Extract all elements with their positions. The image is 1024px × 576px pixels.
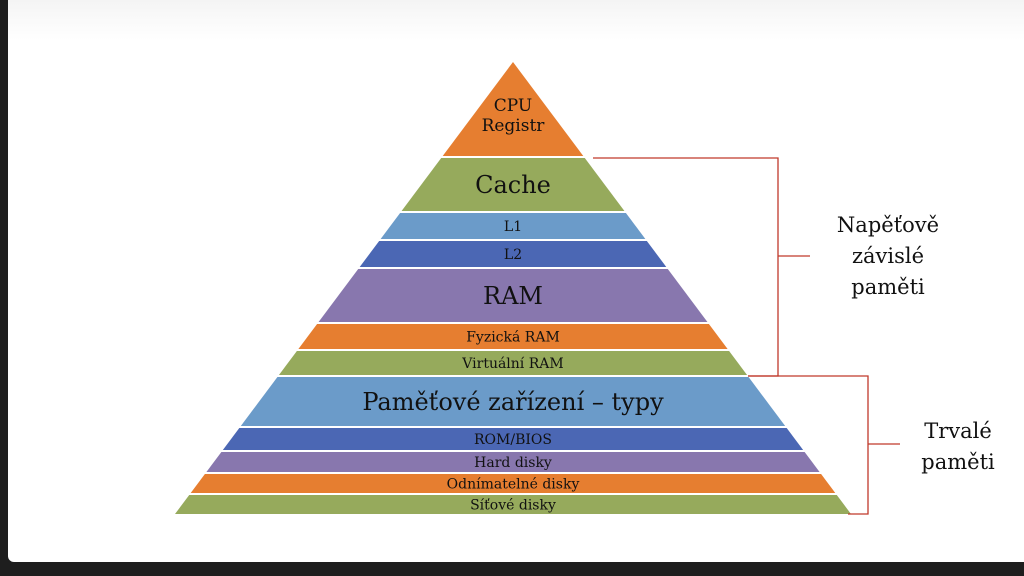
slide-top-shade xyxy=(8,0,1024,40)
volatile-memory-label-line-2: závislé xyxy=(851,244,925,268)
pyramid-label-hard-disky: Hard disky xyxy=(474,455,552,471)
pyramid-label-l2: L2 xyxy=(504,247,522,263)
pyramid-layer-virtualni-ram xyxy=(278,351,748,375)
pyramid-layer-odnimatelne-disky xyxy=(190,474,836,493)
pyramid-layer-l1 xyxy=(380,213,646,239)
pyramid-label-ram: RAM xyxy=(483,282,543,310)
pyramid-layer-ram xyxy=(318,269,708,322)
pyramid-label-rom-bios: ROM/BIOS xyxy=(474,432,552,448)
volatile-memory-label: Napěťově závislé paměti xyxy=(818,210,958,303)
persistent-memory-label-line-1: Trvalé xyxy=(924,419,992,443)
pyramid-label-cpu-registr-2: Registr xyxy=(482,116,546,136)
volatile-memory-label-line-1: Napěťově xyxy=(836,213,940,237)
pyramid-label-pametove-zarizeni: Paměťové zařízení – typy xyxy=(362,388,664,416)
pyramid-label-l1: L1 xyxy=(504,219,522,235)
pyramid-layer-fyzicka-ram xyxy=(298,324,728,349)
pyramid-label-cpu-registr-1: CPU xyxy=(494,96,532,116)
pyramid-label-sitove-disky: Síťové disky xyxy=(470,497,556,513)
volatile-memory-label-line-3: paměti xyxy=(851,275,925,299)
pyramid-layer-pametove-zarizeni xyxy=(240,377,786,426)
persistent-bracket xyxy=(748,375,900,515)
persistent-memory-label: Trvalé paměti xyxy=(903,416,1013,478)
pyramid-layer-cache xyxy=(401,158,625,211)
pyramid-layer-hard-disky xyxy=(206,452,820,472)
pyramid-layer-l2 xyxy=(359,241,667,267)
pyramid-label-fyzicka-ram: Fyzická RAM xyxy=(466,329,560,345)
pyramid-label-cache: Cache xyxy=(475,171,551,199)
pyramid-label-virtualni-ram: Virtuální RAM xyxy=(461,356,563,372)
pyramid-layer-cpu-registr xyxy=(442,62,584,156)
pyramid-label-odnimatelne-disky: Odnímatelné disky xyxy=(447,476,580,492)
pyramid-layer-sitove-disky xyxy=(175,495,851,514)
pyramid-layer-rom-bios xyxy=(222,428,804,450)
persistent-memory-label-line-2: paměti xyxy=(921,450,995,474)
